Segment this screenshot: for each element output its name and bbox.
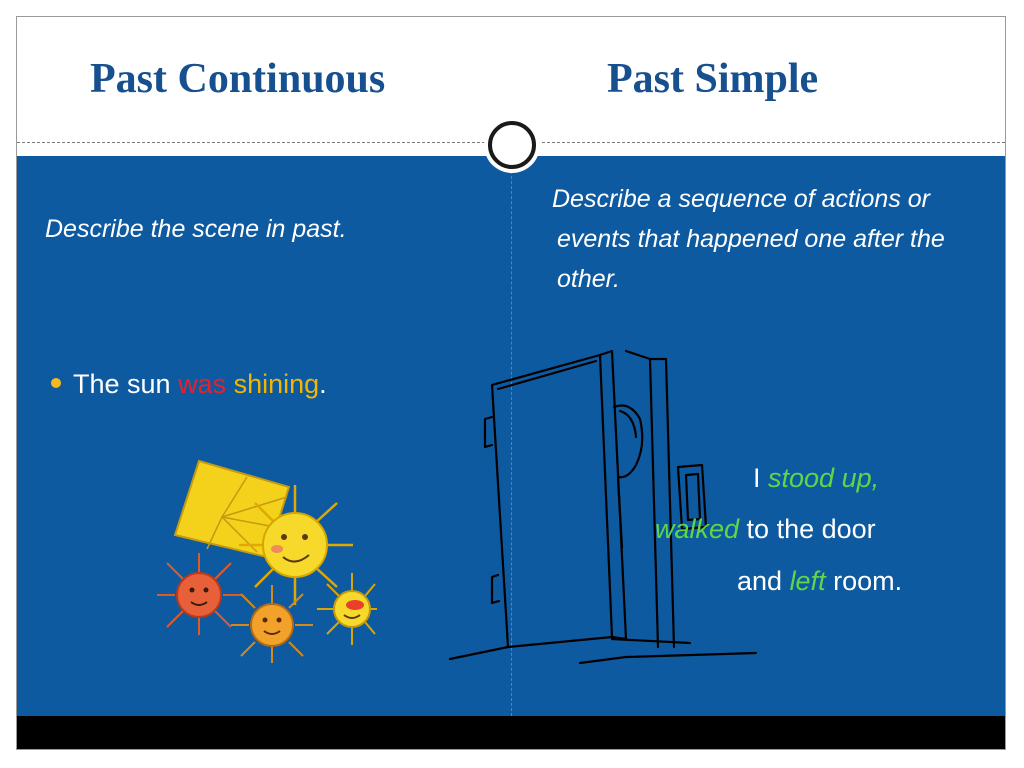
example-prefix: The sun bbox=[73, 369, 179, 399]
smiling-sun bbox=[239, 485, 353, 605]
past-simple-example-line-2: walked to the door bbox=[655, 514, 876, 545]
past-continuous-title: Past Continuous bbox=[90, 56, 386, 102]
small-sun bbox=[317, 573, 377, 645]
orange-sun bbox=[231, 585, 313, 663]
past-simple-title: Past Simple bbox=[607, 56, 819, 102]
door-sketch-icon bbox=[448, 349, 758, 665]
line-1-pre: I bbox=[753, 463, 769, 493]
circle-ring bbox=[488, 121, 536, 169]
example-space bbox=[226, 369, 234, 399]
example-shining: shining bbox=[233, 369, 320, 399]
example-was: was bbox=[178, 369, 227, 399]
past-simple-description: Describe a sequence of actions or events… bbox=[552, 185, 945, 293]
example-suffix: . bbox=[319, 369, 327, 399]
line-2-post: to the door bbox=[739, 514, 876, 544]
content-area bbox=[17, 156, 1005, 716]
line-3-pre: and bbox=[737, 566, 790, 596]
past-continuous-example: The sun was shining. bbox=[51, 369, 327, 400]
square-sun bbox=[173, 459, 291, 559]
red-sun bbox=[157, 553, 241, 635]
line-3-verb: left bbox=[789, 566, 826, 596]
slide: Past Continuous Past Simple Describe the… bbox=[16, 16, 1006, 750]
past-simple-example-line-3: and left room. bbox=[737, 566, 902, 597]
column-divider bbox=[511, 156, 512, 716]
footer-bar bbox=[17, 716, 1005, 749]
past-simple-example-line-1: I stood up, bbox=[753, 463, 879, 494]
line-1-verb: stood up, bbox=[768, 463, 880, 493]
bullet-icon bbox=[51, 377, 61, 388]
suns-drawing-icon bbox=[157, 459, 377, 663]
past-continuous-description: Describe the scene in past. bbox=[45, 215, 347, 243]
line-3-post: room. bbox=[825, 566, 903, 596]
line-2-verb: walked bbox=[655, 514, 740, 544]
